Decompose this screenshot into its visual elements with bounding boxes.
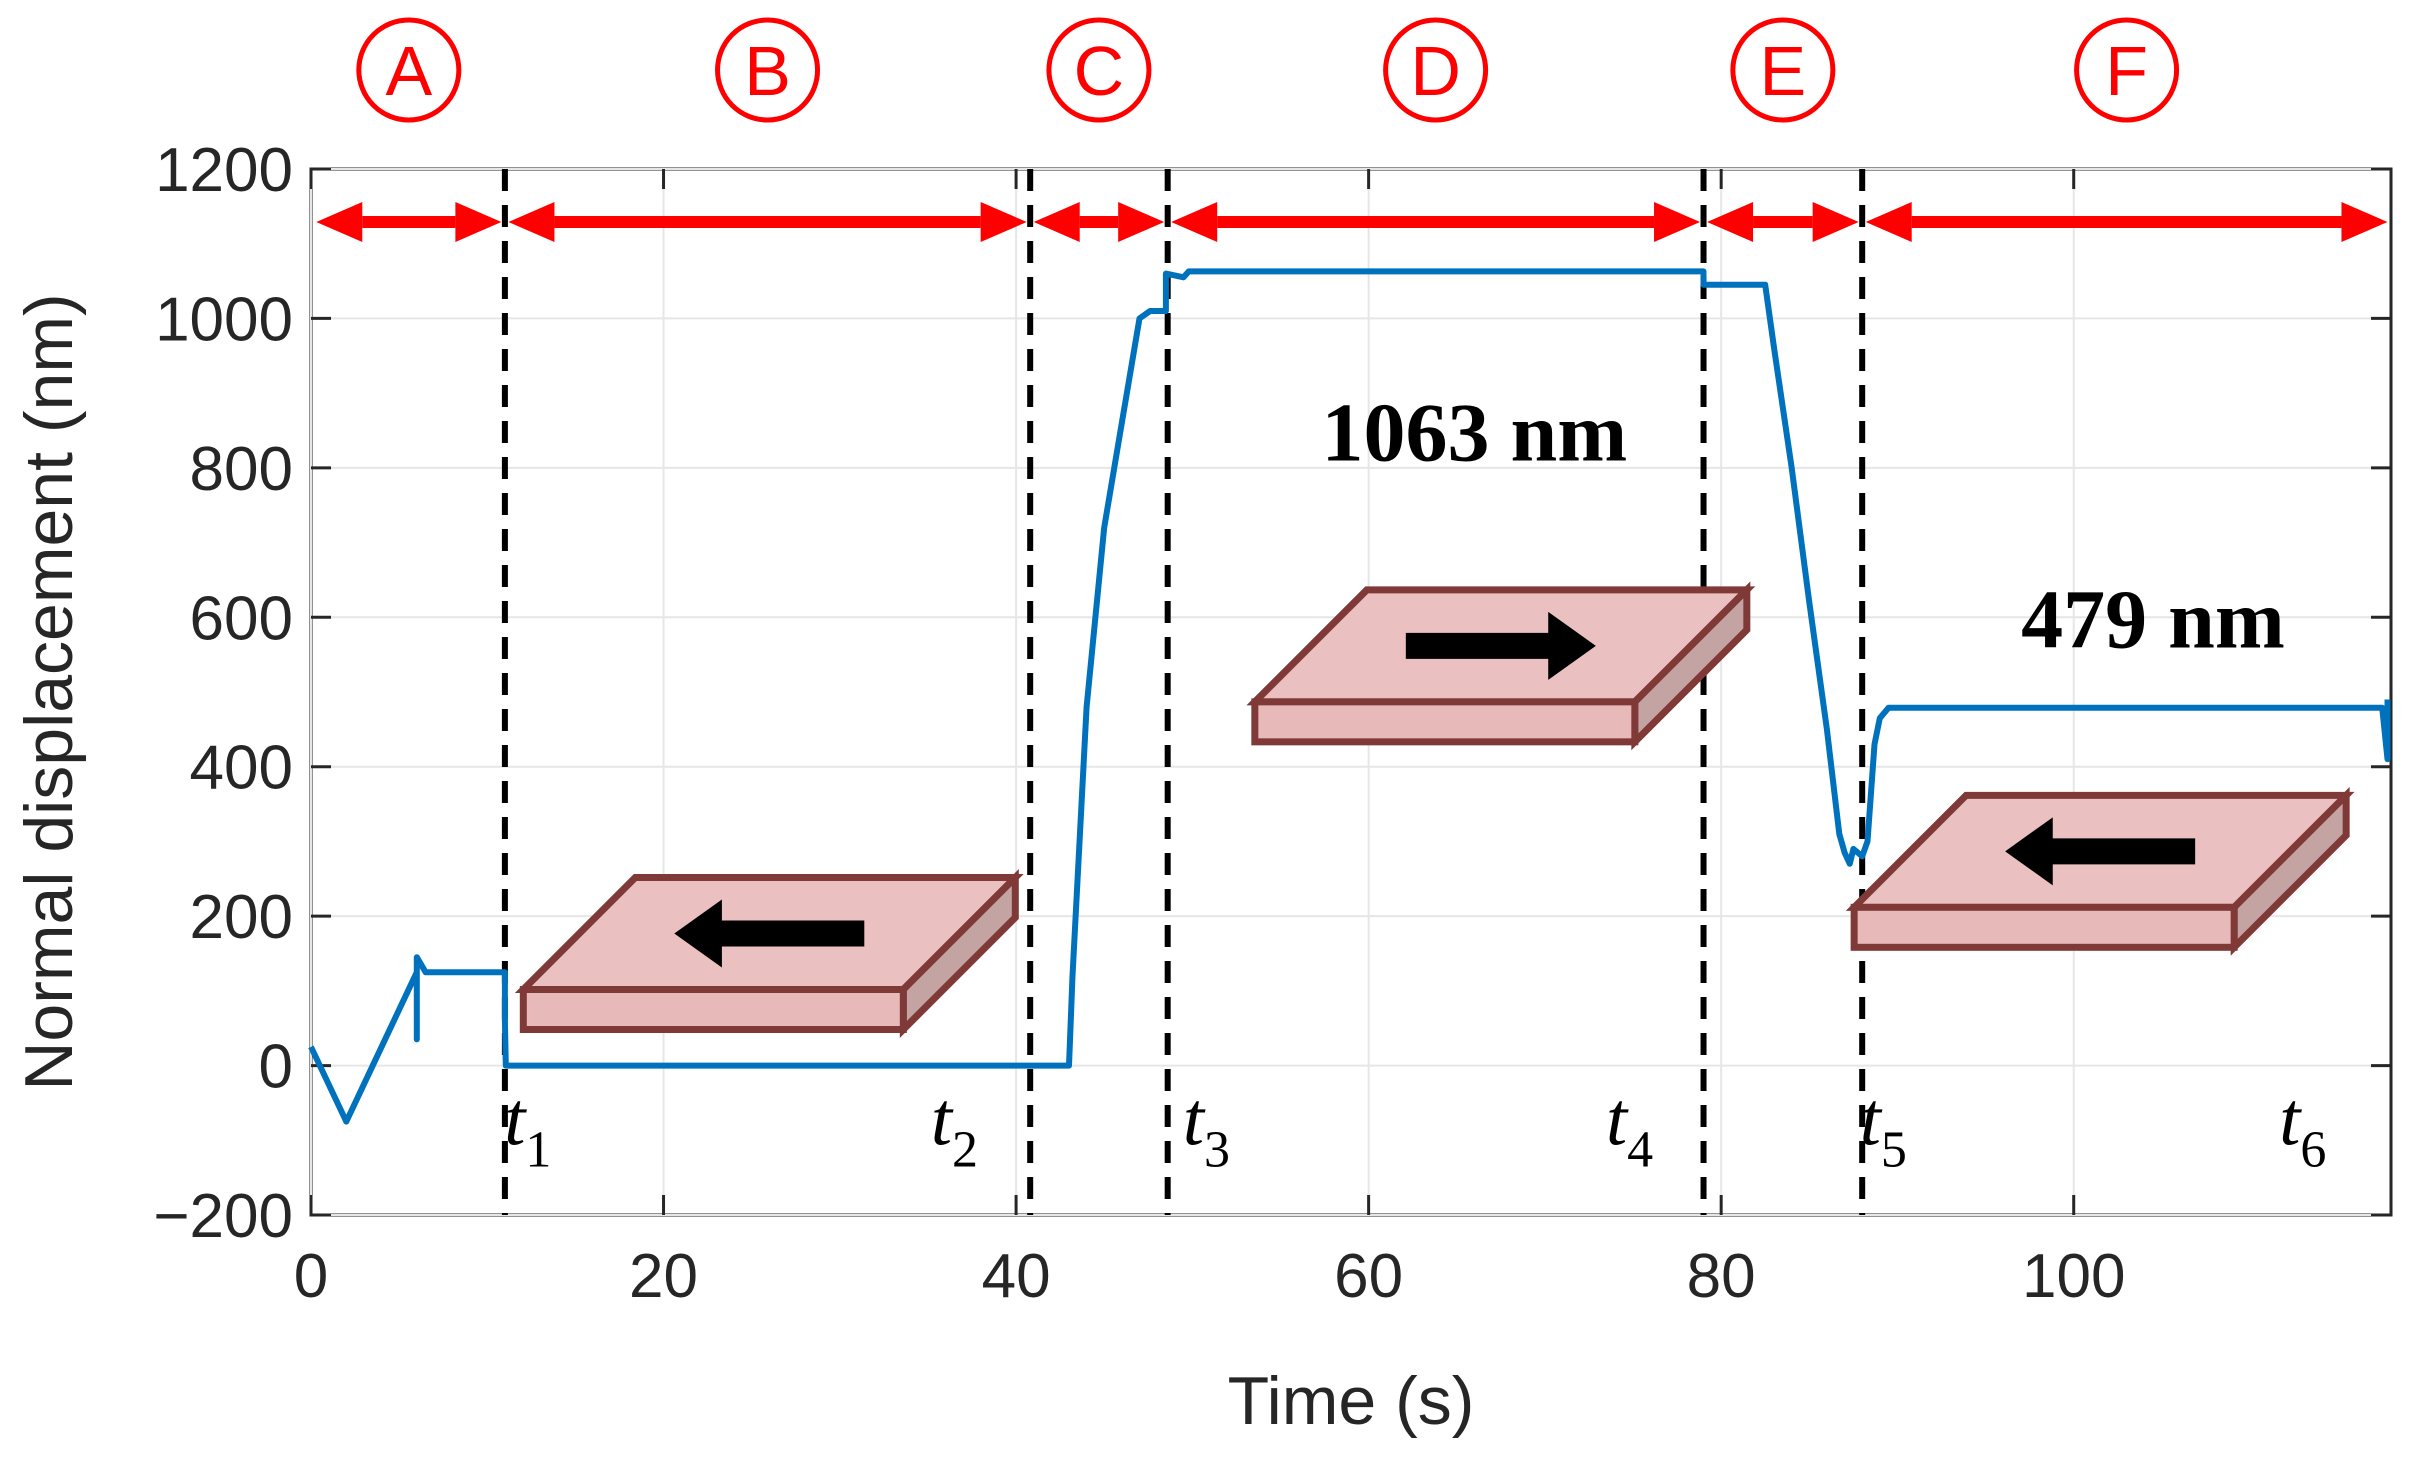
arrow-right-icon — [1654, 202, 1701, 242]
phase-circle — [356, 17, 462, 123]
y-tick-label: −200 — [153, 1182, 293, 1251]
arrow-right-icon — [1118, 202, 1165, 242]
time-marker-label: t6 — [2279, 1077, 2326, 1178]
slider-front-face — [519, 986, 907, 1033]
arrow-head-icon — [2005, 817, 2053, 886]
time-marker-subscript: 2 — [952, 1121, 978, 1178]
arrow-right-icon — [2341, 202, 2388, 242]
y-ticks: −200 0 200 400 600 800 1000 1200 — [153, 136, 2391, 1251]
time-marker-label: t2 — [931, 1077, 978, 1178]
y-tick-label: 800 — [190, 435, 293, 504]
time-marker-base: t — [2279, 1077, 2302, 1161]
time-marker-subscript: 4 — [1627, 1121, 1653, 1178]
slider-block — [1845, 786, 2355, 956]
time-marker-subscript: 5 — [1881, 1121, 1907, 1178]
arrow-head-icon — [674, 899, 722, 968]
phase-range: C — [1033, 17, 1165, 242]
slider-front-face — [1850, 903, 2238, 951]
value-annotation: 479 nm — [2021, 573, 2285, 666]
arrow-left-icon — [316, 202, 363, 242]
phase-label: C — [1074, 32, 1125, 110]
phase-range: E — [1707, 17, 1859, 242]
time-marker-base: t — [1183, 1077, 1206, 1161]
phase-label: A — [385, 32, 432, 110]
arrow-right-icon — [980, 202, 1027, 242]
y-tick-label: 1200 — [155, 136, 293, 205]
slider-illustrations — [514, 581, 2355, 1038]
phase-label: B — [744, 32, 791, 110]
time-marker-subscript: 1 — [525, 1121, 551, 1178]
x-tick-label: 20 — [629, 1242, 698, 1311]
slider-front-face — [1251, 698, 1639, 746]
time-marker-base: t — [1860, 1077, 1883, 1161]
series-line — [308, 268, 2391, 1125]
x-tick-label: 80 — [1687, 1242, 1756, 1311]
time-marker-subscript: 3 — [1204, 1121, 1230, 1178]
slider-block — [1246, 581, 1756, 751]
x-tick-label: 0 — [294, 1242, 328, 1311]
time-marker-base: t — [931, 1077, 954, 1161]
y-axis-title: Normal displacement (nm) — [11, 293, 87, 1090]
y-tick-label: 400 — [190, 734, 293, 803]
y-tick-label: 0 — [259, 1033, 293, 1102]
x-tick-label: 100 — [2022, 1242, 2125, 1311]
phase-range: A — [316, 17, 502, 242]
phase-label: F — [2105, 32, 2148, 110]
arrow-left-icon — [1033, 202, 1080, 242]
phase-circle — [1730, 17, 1836, 123]
time-marker-base: t — [504, 1077, 527, 1161]
time-marker-label: t5 — [1860, 1077, 1907, 1178]
phase-range: D — [1171, 17, 1701, 242]
y-tick-label: 600 — [190, 584, 293, 653]
arrow-left-icon — [508, 202, 555, 242]
phase-label: E — [1760, 32, 1807, 110]
phase-indicators: A B C D E F — [316, 17, 2388, 242]
phase-range: F — [1865, 17, 2388, 242]
time-marker-label: t3 — [1183, 1077, 1230, 1178]
phase-circle — [1383, 17, 1489, 123]
arrow-right-icon — [455, 202, 502, 242]
arrow-head-icon — [1548, 611, 1596, 680]
series-layer — [308, 268, 2391, 1125]
value-annotations: 1063 nm 479 nm — [1322, 387, 2285, 667]
time-marker-label: t1 — [504, 1077, 551, 1178]
arrow-left-icon — [1865, 202, 1912, 242]
y-tick-label: 200 — [190, 883, 293, 952]
time-marker-base: t — [1606, 1077, 1629, 1161]
arrow-left-icon — [1171, 202, 1218, 242]
slider-block — [514, 869, 1024, 1038]
arrow-left-icon — [1707, 202, 1754, 242]
phase-range: B — [508, 17, 1027, 242]
x-axis-title: Time (s) — [1228, 1363, 1475, 1439]
phase-circle — [715, 17, 821, 123]
phase-circle — [2074, 17, 2180, 123]
time-marker-subscript: 6 — [2300, 1121, 2326, 1178]
time-marker-label: t4 — [1606, 1077, 1653, 1178]
x-ticks: 0 20 40 60 80 100 — [294, 169, 2125, 1311]
value-annotation: 1063 nm — [1322, 387, 1628, 480]
phase-label: D — [1410, 32, 1461, 110]
x-tick-label: 40 — [982, 1242, 1051, 1311]
y-tick-label: 1000 — [155, 285, 293, 354]
phase-circle — [1046, 17, 1152, 123]
arrow-right-icon — [1812, 202, 1859, 242]
x-tick-label: 60 — [1334, 1242, 1403, 1311]
